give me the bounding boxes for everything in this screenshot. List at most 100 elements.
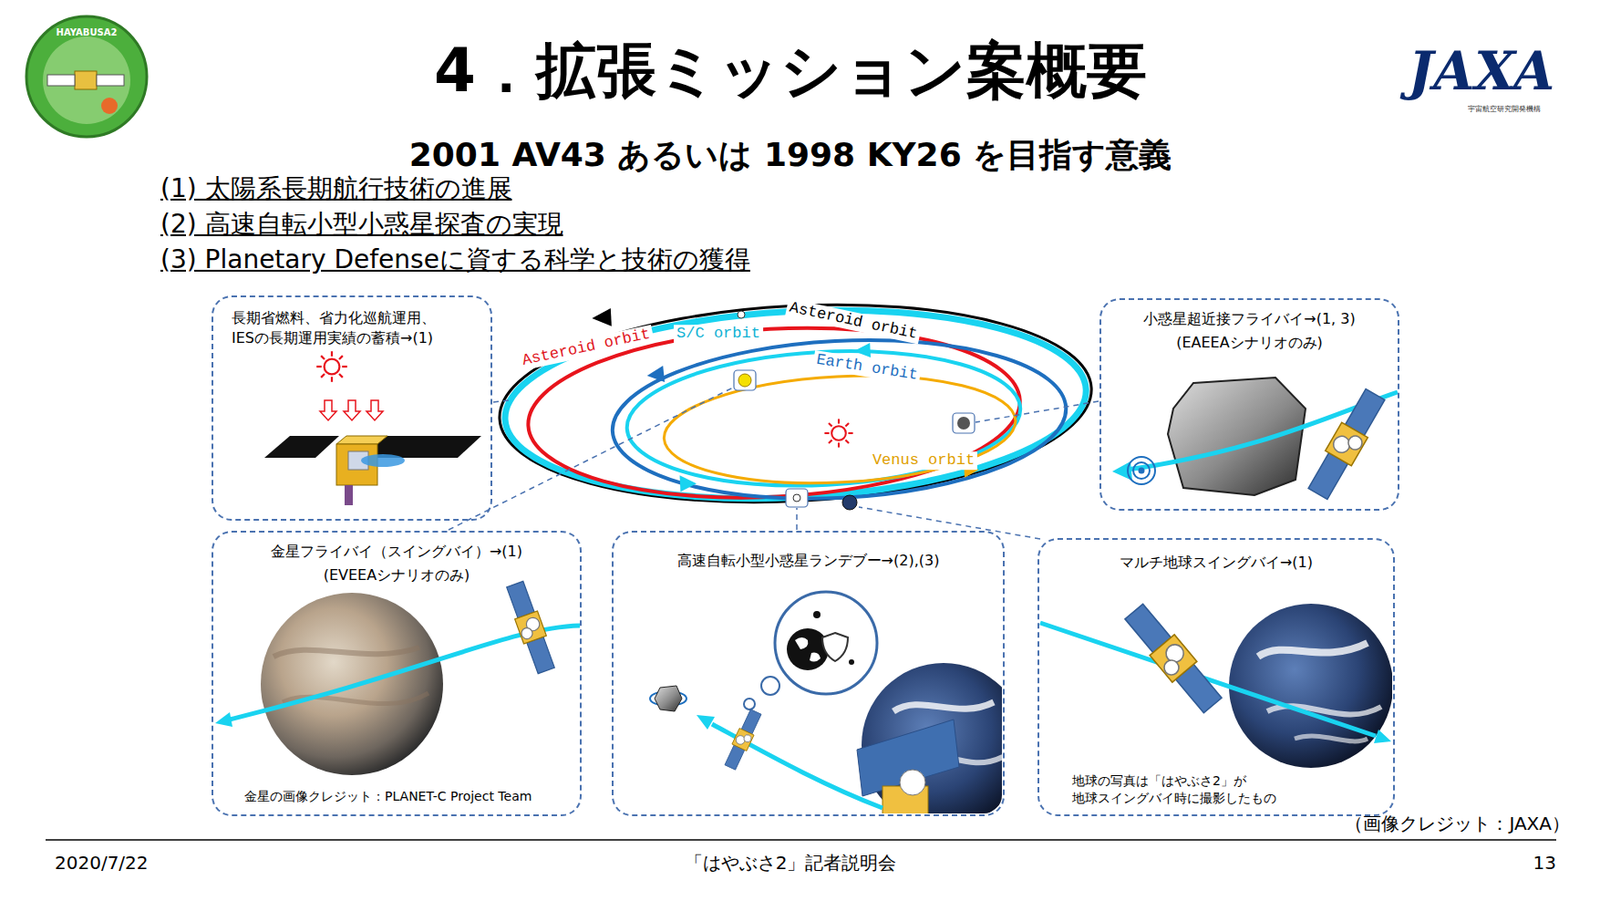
cruise-illustration-part bbox=[361, 454, 405, 467]
box-note: (EAEEAシナリオのみ) bbox=[1106, 332, 1393, 353]
image-credit: （画像クレジット：JAXA） bbox=[1344, 813, 1570, 835]
leader-line-part bbox=[493, 400, 509, 403]
cruise-illustration-part-part bbox=[343, 400, 361, 421]
earth-swingby-illustration-part-part bbox=[1228, 603, 1393, 768]
rendezvous-illustration-part bbox=[794, 637, 808, 650]
rendezvous-illustration-part-part bbox=[899, 769, 926, 795]
rendezvous-illustration-part bbox=[809, 652, 821, 662]
earth-swingby-illustration-part-part bbox=[1294, 735, 1368, 742]
logo-text: JAXA bbox=[1408, 41, 1555, 103]
footer-event: 「はやぶさ2」記者説明会 bbox=[684, 852, 898, 874]
orbit-diagram-part bbox=[737, 310, 745, 319]
orbit-label: Asteroid orbit bbox=[517, 324, 655, 371]
orbit-diagram-part bbox=[952, 412, 975, 434]
leader-line-part bbox=[795, 507, 798, 530]
earth-swingby-illustration-part-part bbox=[1258, 642, 1368, 657]
venus-illustration-part bbox=[503, 579, 558, 675]
venus-illustration bbox=[215, 579, 580, 775]
footer-rule bbox=[45, 838, 1557, 841]
earth-swingby-illustration-part bbox=[1228, 603, 1393, 768]
scenario-box: 小惑星超近接フライバイ→(1, 3)(EAEEAシナリオのみ) bbox=[1099, 298, 1400, 511]
box-note: 金星の画像クレジット：PLANET-C Project Team bbox=[244, 787, 532, 806]
box-note: (EVEEAシナリオのみ) bbox=[218, 565, 575, 586]
rendezvous-illustration-part bbox=[848, 659, 855, 665]
footer-date: 2020/7/22 bbox=[54, 852, 149, 874]
rendezvous-illustration-part-part bbox=[856, 719, 960, 796]
box-heading: 長期省燃料、省力化巡航運用、IESの長期運用実績の蓄積→(1) bbox=[231, 308, 471, 348]
mission-patch-part bbox=[26, 16, 147, 137]
orbit-diagram-part-part bbox=[646, 365, 665, 383]
flyby-illustration-part bbox=[1167, 377, 1306, 496]
orbit-diagram-part bbox=[738, 373, 752, 387]
flyby-illustration bbox=[1112, 377, 1398, 502]
orbit-diagram-part bbox=[957, 416, 971, 430]
venus-illustration-part bbox=[273, 647, 420, 657]
rendezvous-illustration-part bbox=[761, 676, 780, 695]
orbit-diagram-part bbox=[494, 283, 1097, 517]
cruise-illustration bbox=[264, 350, 482, 506]
slide-title: 4．拡張ミッション案概要 bbox=[433, 30, 1147, 113]
cruise-illustration-part-part bbox=[320, 400, 337, 421]
mission-patch-part bbox=[74, 71, 97, 90]
significance-item: (3) Planetary Defenseに資する科学と技術の獲得 bbox=[160, 245, 751, 275]
orbit-diagram-part-part bbox=[591, 308, 612, 328]
page-number: 13 bbox=[1533, 852, 1557, 874]
box-heading: 金星フライバイ（スイングバイ）→(1) bbox=[218, 541, 575, 562]
scenario-box: 長期省燃料、省力化巡航運用、IESの長期運用実績の蓄積→(1) bbox=[211, 295, 493, 521]
leader-line bbox=[448, 386, 1099, 539]
orbit-diagram-part bbox=[793, 494, 801, 502]
orbit-label: S/C orbit bbox=[673, 324, 764, 343]
rendezvous-illustration-part bbox=[743, 698, 755, 710]
flyby-illustration-part bbox=[1138, 467, 1146, 475]
patch-text: HAYABUSA2 bbox=[56, 27, 118, 39]
mission-patch-part bbox=[101, 97, 118, 114]
rendezvous-illustration-part bbox=[822, 632, 848, 661]
cruise-illustration-part bbox=[344, 485, 353, 506]
orbit-label: Asteroid orbit bbox=[784, 298, 922, 344]
significance-item: (1) 太陽系長期航行技術の進展 bbox=[160, 174, 513, 204]
orbit-diagram bbox=[494, 283, 1097, 517]
box-heading: 小惑星超近接フライバイ→(1, 3) bbox=[1106, 309, 1393, 330]
rendezvous-illustration bbox=[650, 591, 1026, 827]
orbit-diagram-part-part bbox=[608, 329, 1070, 510]
orbit-diagram-part-part bbox=[680, 474, 698, 492]
rendezvous-illustration-part bbox=[813, 610, 821, 619]
rendezvous-illustration-part bbox=[654, 685, 682, 712]
significance-item: (2) 高速自転小型小惑星探査の実現 bbox=[160, 209, 564, 239]
rendezvous-illustration-part bbox=[774, 591, 878, 694]
mission-patch-part bbox=[47, 74, 75, 86]
logo-subtext: 宇宙航空研究開発機構 bbox=[1467, 104, 1541, 114]
earth-swingby-illustration-part bbox=[1121, 600, 1225, 716]
box-note: 地球の写真は「はやぶさ2」が 地球スイングバイ時に撮影したもの bbox=[1072, 772, 1291, 807]
mission-patch-part bbox=[96, 74, 124, 86]
rendezvous-illustration-part bbox=[856, 662, 1002, 814]
flyby-illustration-part bbox=[1304, 386, 1389, 502]
orbit-diagram-part bbox=[733, 370, 756, 391]
cruise-illustration-part bbox=[316, 350, 348, 382]
rendezvous-illustration-part bbox=[696, 714, 715, 730]
leader-line-part bbox=[858, 506, 1041, 539]
cruise-illustration-part-part bbox=[366, 400, 383, 421]
subtitle: 2001 AV43 あるいは 1998 KY26 を目指す意義 bbox=[409, 135, 1173, 174]
venus-illustration-part bbox=[215, 712, 233, 727]
leader-line-part bbox=[975, 401, 1099, 423]
box-heading: マルチ地球スイングバイ→(1) bbox=[1044, 552, 1388, 573]
earth-swingby-illustration-part bbox=[1373, 729, 1392, 744]
orbit-diagram-part bbox=[785, 488, 808, 507]
cruise-illustration-part bbox=[264, 435, 340, 458]
rendezvous-illustration-part-part bbox=[893, 701, 994, 712]
earth-swingby-illustration-part bbox=[1040, 622, 1376, 736]
orbit-diagram-part bbox=[842, 495, 857, 510]
orbit-diagram-part-part bbox=[500, 296, 1092, 513]
orbit-label: Venus orbit bbox=[869, 451, 978, 470]
rendezvous-illustration-part bbox=[786, 628, 829, 671]
mission-patch bbox=[26, 16, 147, 137]
flyby-illustration-part bbox=[1127, 456, 1156, 485]
earth-swingby-illustration bbox=[1040, 600, 1394, 768]
scenario-box: マルチ地球スイングバイ→(1) 地球の写真は「はやぶさ2」が 地球スイングバイ時に… bbox=[1037, 537, 1395, 816]
orbit-diagram-part bbox=[824, 418, 853, 447]
scenario-box: 高速自転小型小惑星ランデブー→(2),(3) bbox=[611, 530, 1005, 816]
